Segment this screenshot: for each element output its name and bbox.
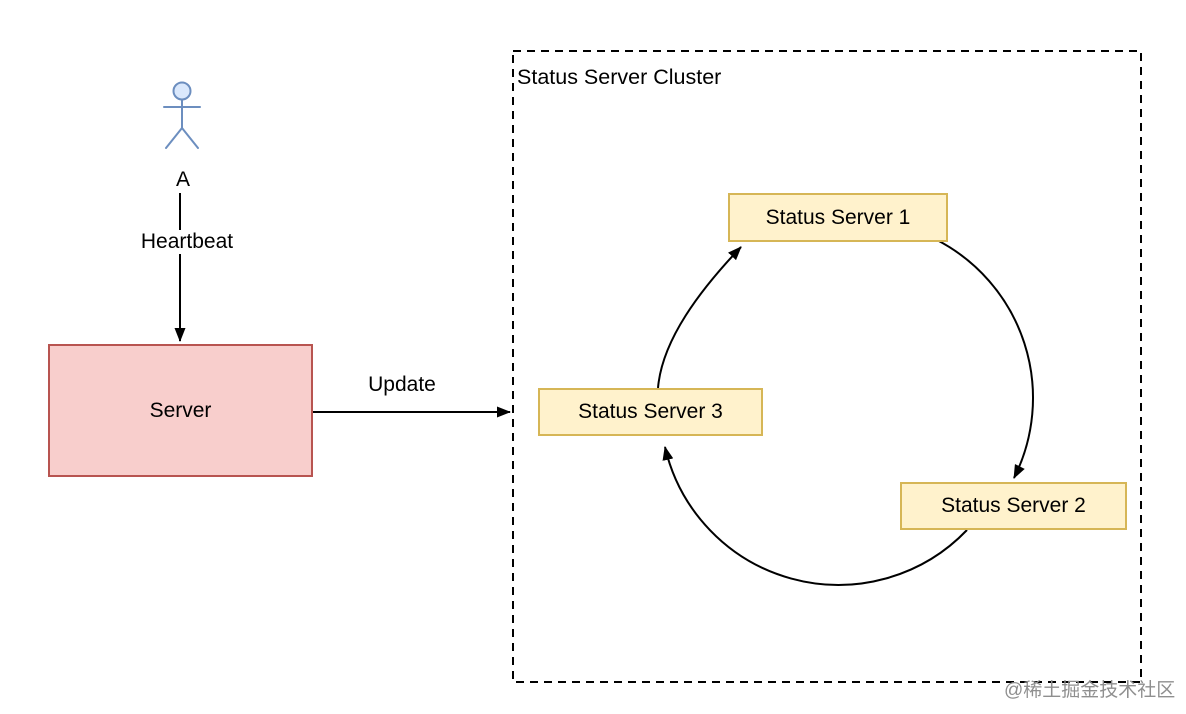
status-server-3-label: Status Server 3 [578,400,723,423]
actor-label: A [175,168,191,191]
server-node-label: Server [149,398,212,422]
status-server-2-label: Status Server 2 [941,494,1086,517]
ring-arc-2-to-3 [662,446,968,586]
actor-icon [163,81,201,149]
watermark-text: @稀土掘金技术社区 [1004,680,1176,701]
cluster-title: Status Server Cluster [517,65,722,89]
status-server-1-node: Status Server 1 [728,193,948,242]
cluster-boundary [512,50,1142,683]
ring-arc-1-to-2 [936,239,1034,479]
status-server-3-node: Status Server 3 [538,388,763,436]
status-server-2-node: Status Server 2 [900,482,1127,530]
heartbeat-edge-label: Heartbeat [136,230,238,254]
server-node: Server [48,344,313,477]
ring-arc-3-to-1 [657,246,742,389]
update-edge-label: Update [368,373,436,396]
status-server-1-label: Status Server 1 [765,205,911,229]
